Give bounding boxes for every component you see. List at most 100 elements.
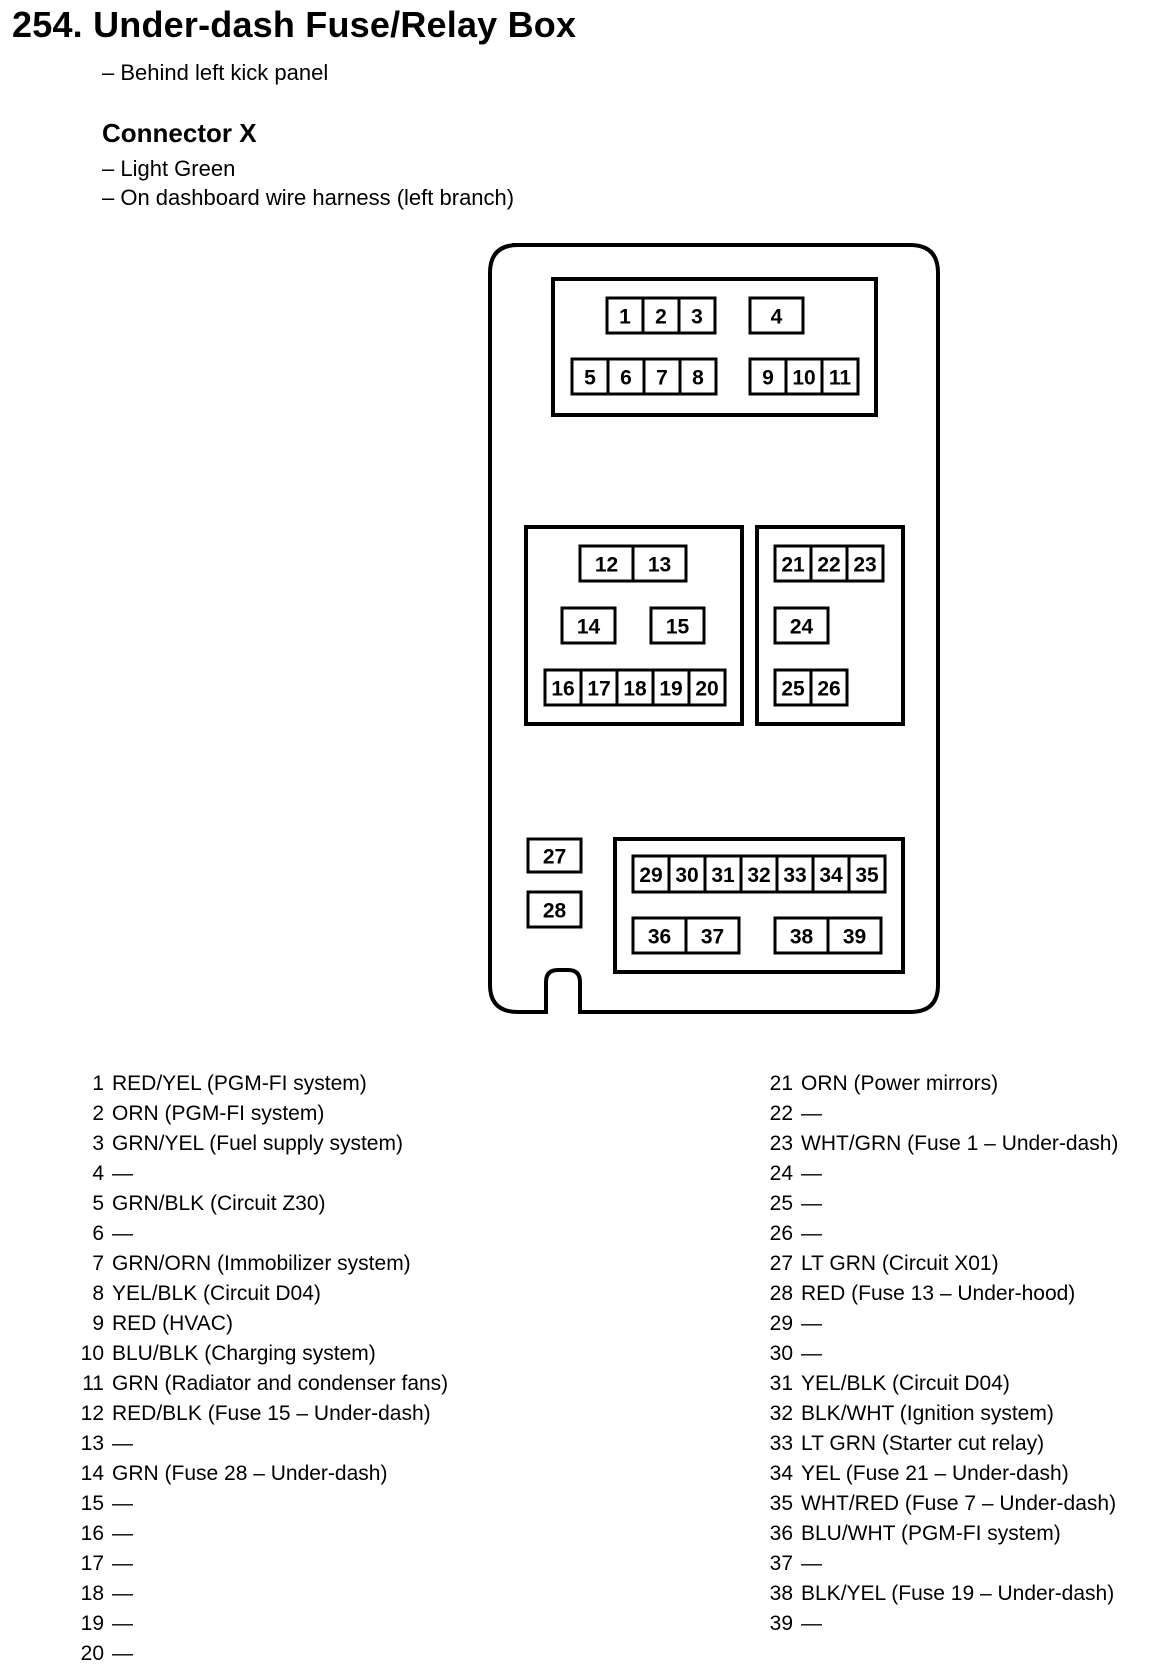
terminal-number: 2 [655, 306, 667, 329]
pin-number: 37 [769, 1552, 793, 1575]
terminal-cavity-33 [775, 854, 815, 894]
pin-number: 34 [769, 1462, 793, 1485]
pin-description: — [801, 1192, 822, 1215]
pin-description: — [801, 1222, 822, 1245]
pin-description: GRN/YEL (Fuel supply system) [112, 1132, 403, 1155]
pin-description: — [801, 1612, 822, 1635]
pin-description: BLK/WHT (Ignition system) [801, 1402, 1054, 1425]
terminal-number: 1 [619, 306, 631, 329]
terminal-number: 32 [747, 864, 770, 887]
terminal-cavity-15 [649, 606, 706, 645]
terminal-number: 8 [692, 367, 704, 390]
pin-number: 4 [92, 1162, 104, 1185]
terminal-number: 24 [790, 616, 814, 639]
pin-description: YEL (Fuse 21 – Under-dash) [801, 1462, 1069, 1485]
terminal-number: 21 [781, 554, 805, 577]
pin-number: 9 [92, 1312, 104, 1335]
terminal-cavity-20 [687, 668, 727, 707]
pin-number: 1 [92, 1072, 104, 1095]
pin-number: 31 [769, 1372, 793, 1395]
terminal-number: 6 [620, 367, 632, 390]
terminal-cavity-27 [526, 837, 583, 874]
pin-number: 14 [80, 1462, 104, 1485]
pin-number: 20 [80, 1642, 104, 1665]
terminal-cavity-37 [684, 916, 741, 955]
pin-description: BLK/YEL (Fuse 19 – Under-dash) [801, 1582, 1115, 1605]
pin-number: 39 [769, 1612, 793, 1635]
pin-number: 26 [769, 1222, 793, 1245]
terminal-number: 22 [817, 554, 840, 577]
pin-number: 7 [92, 1252, 104, 1275]
terminal-number: 19 [659, 678, 682, 701]
pin-number: 24 [769, 1162, 793, 1185]
pin-description: RED (Fuse 13 – Under-hood) [801, 1282, 1076, 1305]
terminal-number: 38 [790, 926, 814, 949]
housing-outline [488, 243, 940, 1014]
terminal-number: 10 [792, 367, 815, 390]
terminal-number: 33 [783, 864, 806, 887]
terminal-cavity-7 [642, 357, 682, 396]
terminal-cavity-2 [641, 296, 681, 335]
pin-description: LT GRN (Circuit X01) [801, 1252, 999, 1275]
terminal-cavity-24 [773, 606, 830, 645]
terminal-number: 35 [855, 864, 879, 887]
pin-number: 35 [769, 1492, 793, 1515]
connector-color: – Light Green [102, 156, 236, 181]
pin-number: 36 [769, 1522, 793, 1545]
terminal-number: 12 [595, 554, 618, 577]
terminal-cavity-21 [773, 544, 813, 583]
pin-description: BLU/BLK (Charging system) [112, 1342, 376, 1365]
terminal-number: 30 [675, 864, 698, 887]
terminal-cavity-31 [703, 854, 743, 894]
pin-number: 19 [80, 1612, 104, 1635]
terminal-cavity-39 [826, 916, 883, 955]
page-title: 254. Under-dash Fuse/Relay Box [12, 4, 577, 45]
pin-description: — [112, 1222, 133, 1245]
pin-number: 30 [769, 1342, 793, 1365]
pin-description: — [112, 1162, 133, 1185]
terminal-number: 16 [551, 678, 574, 701]
pin-description: GRN (Radiator and condenser fans) [112, 1372, 449, 1395]
terminal-cavity-18 [615, 668, 655, 707]
terminal-cavity-35 [847, 854, 887, 894]
pin-description: — [801, 1552, 822, 1575]
terminal-cavity-28 [526, 890, 583, 929]
terminal-number: 15 [666, 616, 690, 639]
connector-housing [488, 243, 940, 1014]
pin-description: — [112, 1492, 133, 1515]
pin-description: — [112, 1582, 133, 1605]
terminal-cavity-25 [773, 668, 813, 707]
location-note: – Behind left kick panel [102, 60, 329, 85]
pin-description: — [112, 1432, 133, 1455]
pin-number: 32 [769, 1402, 793, 1425]
pin-description: — [112, 1552, 133, 1575]
pin-description: GRN (Fuse 28 – Under-dash) [112, 1462, 388, 1485]
pin-description: — [112, 1612, 133, 1635]
pin-description: — [801, 1162, 822, 1185]
terminal-number: 26 [817, 678, 840, 701]
pin-description: WHT/GRN (Fuse 1 – Under-dash) [801, 1132, 1119, 1155]
pin-description: RED/BLK (Fuse 15 – Under-dash) [112, 1402, 431, 1425]
pin-number: 6 [92, 1222, 104, 1245]
pin-description: ORN (Power mirrors) [801, 1072, 999, 1095]
pin-number: 12 [80, 1402, 104, 1425]
pin-description: — [112, 1522, 133, 1545]
terminal-cavity-4 [748, 296, 805, 335]
pin-number: 33 [769, 1432, 793, 1455]
terminal-number: 4 [771, 306, 783, 329]
terminal-number: 31 [711, 864, 735, 887]
pin-description: YEL/BLK (Circuit D04) [801, 1372, 1010, 1395]
connector-harness: – On dashboard wire harness (left branch… [102, 185, 515, 210]
connector-title: Connector X [102, 118, 257, 148]
terminal-cavity-17 [579, 668, 619, 707]
terminal-number: 11 [829, 367, 852, 390]
terminal-cavity-8 [678, 357, 718, 396]
pin-number: 2 [92, 1102, 104, 1125]
pin-description: — [112, 1642, 133, 1665]
terminal-number: 23 [853, 554, 876, 577]
pin-number: 25 [769, 1192, 793, 1215]
pin-description: — [801, 1342, 822, 1365]
terminal-cavity-6 [606, 357, 646, 396]
terminal-cavity-32 [739, 854, 779, 894]
